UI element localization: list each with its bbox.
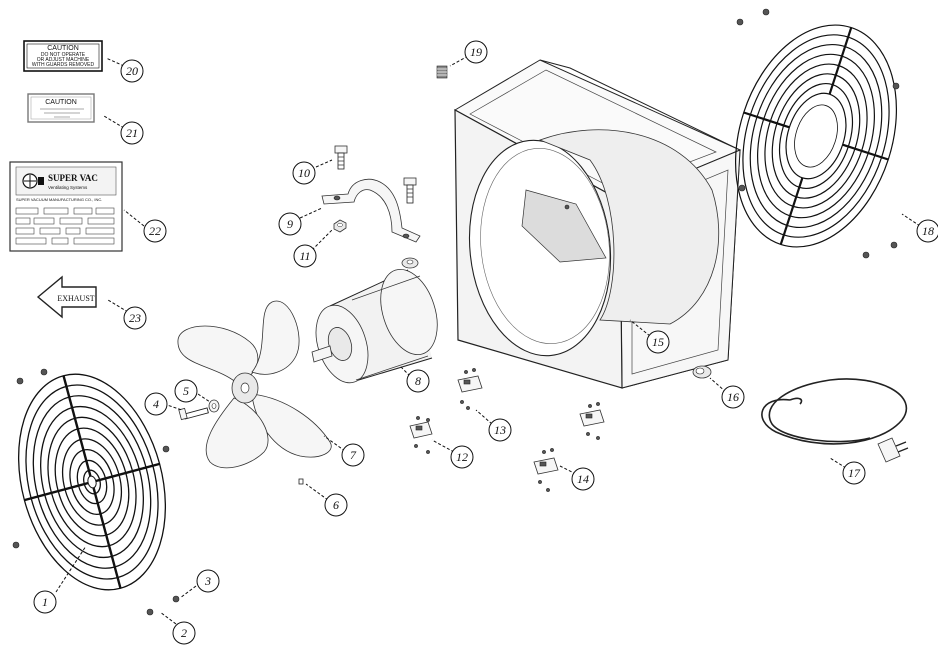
motor-nut (401, 257, 419, 269)
callout-9: 9 (278, 212, 302, 236)
nameplate-maker: SUPER VACUUM MANUFACTURING CO., INC. (16, 197, 102, 202)
svg-text:22: 22 (149, 224, 161, 238)
caution-small-title: CAUTION (45, 99, 77, 106)
svg-text:10: 10 (298, 166, 310, 180)
callout-10: 10 (292, 161, 316, 185)
rear-guard-screws (736, 8, 900, 259)
svg-text:8: 8 (415, 374, 421, 388)
nameplate-label: SUPER VAC Ventilating Systems SUPER VACU… (9, 161, 123, 252)
callout-2: 2 (172, 621, 196, 645)
exhaust-arrow-label: EXHAUST (36, 275, 97, 319)
fan-blade (177, 300, 332, 469)
exhaust-arrow-text: EXHAUST (57, 294, 94, 303)
caution-guards-line2: OR ADJUST MACHINE (37, 57, 90, 63)
fan-motor (311, 257, 438, 384)
callout-5: 5 (174, 379, 198, 403)
svg-text:6: 6 (333, 498, 339, 512)
svg-text:2: 2 (181, 626, 187, 640)
mount-clip-12 (409, 416, 433, 454)
svg-text:5: 5 (183, 384, 189, 398)
callout-18: 18 (916, 219, 938, 243)
mount-clip-rear (579, 402, 605, 440)
svg-text:4: 4 (153, 397, 159, 411)
mount-clip-13 (457, 368, 483, 410)
caution-guards-line1: DO NOT OPERATE (41, 52, 86, 58)
nameplate-brand: SUPER VAC (48, 173, 98, 183)
callout-leaders (55, 55, 921, 625)
rear-wire-guard (734, 24, 898, 248)
svg-text:15: 15 (652, 335, 664, 349)
svg-text:12: 12 (456, 450, 468, 464)
callout-12: 12 (450, 445, 474, 469)
callout-22: 22 (143, 219, 167, 243)
svg-text:16: 16 (727, 390, 739, 404)
svg-text:18: 18 (922, 224, 934, 238)
callout-17: 17 (842, 461, 866, 485)
brand-logo-icon (22, 173, 44, 189)
callout-7: 7 (341, 443, 365, 467)
caution-guards-title: CAUTION (47, 45, 79, 52)
front-wire-guard (17, 373, 167, 591)
fan-housing (453, 59, 742, 389)
callout-11: 11 (293, 244, 317, 268)
svg-text:9: 9 (287, 217, 293, 231)
callout-4: 4 (144, 392, 168, 416)
svg-text:7: 7 (350, 448, 357, 462)
svg-text:23: 23 (129, 311, 141, 325)
callout-6: 6 (324, 493, 348, 517)
bracket-bolt-right (403, 177, 417, 204)
nameplate-tagline: Ventilating Systems (48, 185, 88, 190)
callout-8: 8 (406, 369, 430, 393)
svg-text:21: 21 (126, 126, 138, 140)
power-cord (761, 378, 909, 463)
set-screw (298, 478, 304, 485)
caution-label-small: CAUTION (27, 93, 95, 123)
mount-clip-14 (533, 448, 559, 492)
nameplate-fields (15, 207, 115, 245)
callout-20: 20 (120, 59, 144, 83)
svg-text:20: 20 (126, 64, 138, 78)
svg-text:17: 17 (848, 466, 861, 480)
callout-15: 15 (646, 330, 670, 354)
callout-13: 13 (488, 418, 512, 442)
callout-21: 21 (120, 121, 144, 145)
small-spring (436, 65, 448, 79)
callout-1: 1 (33, 590, 57, 614)
svg-text:3: 3 (204, 574, 211, 588)
caution-label-guards: CAUTION DO NOT OPERATE OR ADJUST MACHINE… (23, 40, 103, 72)
callout-14: 14 (571, 467, 595, 491)
callout-16: 16 (721, 385, 745, 409)
bracket-nut (333, 219, 347, 233)
callout-3: 3 (196, 569, 220, 593)
caution-guards-line3: WITH GUARDS REMOVED (32, 62, 95, 68)
hub-washer (208, 399, 220, 413)
svg-text:19: 19 (470, 45, 482, 59)
hub-bolt (178, 407, 209, 421)
svg-text:11: 11 (299, 249, 310, 263)
callout-19: 19 (464, 40, 488, 64)
svg-text:14: 14 (577, 472, 589, 486)
callout-23: 23 (123, 306, 147, 330)
cord-strain-relief (692, 365, 712, 379)
svg-text:1: 1 (42, 595, 48, 609)
svg-text:13: 13 (494, 423, 506, 437)
motor-mount-bracket (321, 178, 421, 243)
front-guard-screws (12, 368, 180, 616)
bracket-bolt-left (334, 145, 348, 170)
